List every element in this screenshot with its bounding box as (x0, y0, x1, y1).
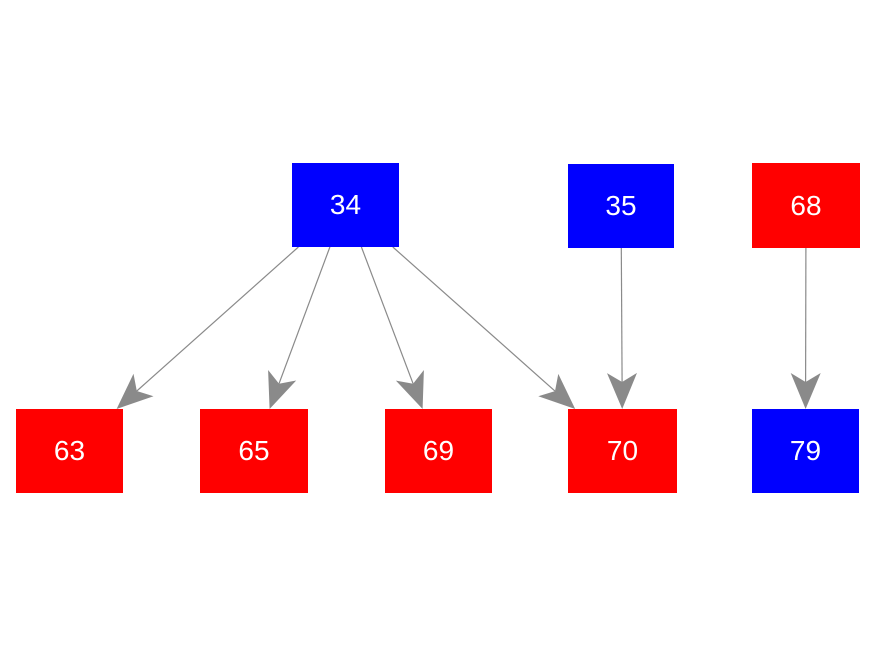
arrowhead-icon (607, 372, 637, 409)
node-label: 35 (605, 190, 637, 221)
graph-node-65[interactable]: 65 (200, 409, 308, 493)
edge-line (278, 246, 331, 384)
graph-node-35[interactable]: 35 (568, 164, 674, 248)
arrowhead-icon (538, 373, 576, 409)
node-label: 63 (53, 435, 86, 466)
graph-edge-34-63 (116, 246, 299, 409)
graph-edge-68-79 (790, 247, 821, 409)
arrowhead-icon (790, 373, 821, 409)
graph-node-79[interactable]: 79 (752, 409, 859, 493)
graph-node-70[interactable]: 70 (568, 409, 677, 493)
edge-line (360, 246, 414, 384)
edge-line (620, 247, 623, 383)
node-label: 34 (329, 189, 362, 220)
node-label: 65 (238, 435, 270, 466)
node-label: 79 (789, 435, 822, 466)
node-label: 69 (422, 435, 455, 466)
graph-node-68[interactable]: 68 (752, 163, 860, 248)
arrowhead-icon (268, 370, 297, 409)
node-label: 70 (606, 435, 639, 466)
graph-edge-34-69 (360, 246, 424, 409)
graph-edge-35-70 (607, 247, 637, 409)
node-label: 68 (790, 189, 822, 221)
arrowhead-icon (395, 370, 424, 409)
graph-node-69[interactable]: 69 (385, 409, 492, 493)
graph-edge-34-65 (268, 246, 331, 409)
edge-line (136, 246, 299, 392)
graph-edge-34-70 (392, 246, 576, 409)
graph-node-63[interactable]: 63 (16, 409, 123, 493)
arrowhead-icon (116, 373, 154, 409)
graph-node-34[interactable]: 34 (292, 163, 399, 247)
edge-line (392, 246, 556, 392)
